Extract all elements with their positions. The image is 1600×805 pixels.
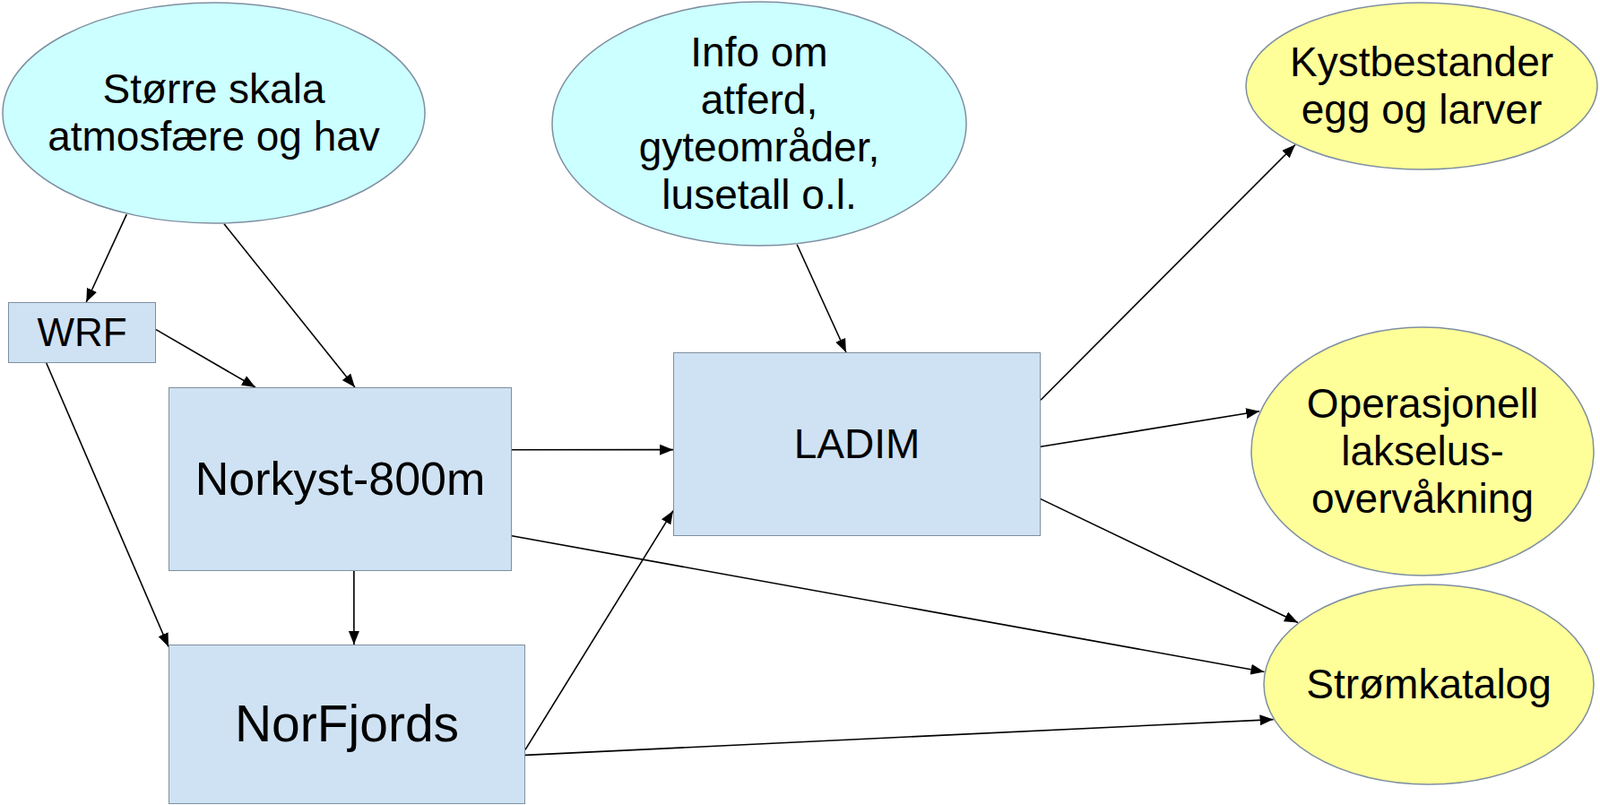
node-text: Operasjonell lakselus-overvåkning [1299,380,1547,523]
flow-arrow [224,224,355,388]
node-label: LADIM [794,420,921,468]
model-box: Norkyst-800m [168,387,512,571]
flow-arrow [1040,411,1260,448]
node-label: Strømkatalog [1305,660,1552,709]
output-ellipse: Kystbestander egg og larver [1245,1,1599,171]
ellipse-shape [2,2,425,224]
ellipse-shape [1263,584,1594,785]
flow-arrow [796,244,847,353]
input-ellipse: Større skala atmosfære og hav [1,1,426,225]
node-text: Norkyst-800m [195,452,486,507]
ellipse-shape [1251,327,1594,576]
model-box: NorFjords [168,644,526,805]
flow-arrow [86,214,127,303]
node-text: NorFjords [234,694,459,754]
model-box: WRF [8,302,156,364]
flow-arrow [511,536,1264,673]
flow-arrow [1040,499,1298,623]
flow-arrow [525,719,1274,756]
node-text: Større skala atmosfære og hav [34,65,394,161]
output-ellipse: Strømkatalog [1262,583,1595,786]
node-text: LADIM [794,420,921,468]
node-text: WRF [36,310,127,356]
node-label: Større skala atmosfære og hav [34,65,394,161]
flow-arrow [525,510,674,751]
node-label: Operasjonell lakselus-overvåkning [1299,380,1547,523]
flow-arrow [353,570,355,645]
node-label: NorFjords [234,694,459,754]
node-label: Kystbestander egg og larver [1273,38,1570,134]
node-text: Kystbestander egg og larver [1273,38,1570,134]
ellipse-shape [552,1,967,246]
model-box: LADIM [673,352,1041,537]
flow-arrow [155,329,256,388]
input-ellipse: Info om atferd, gyteområder, lusetall o.… [551,0,968,247]
flow-arrow [1040,145,1296,401]
node-label: Info om atferd, gyteområder, lusetall o.… [628,28,891,219]
output-ellipse: Operasjonell lakselus-overvåkning [1250,326,1595,577]
node-label: WRF [36,310,127,356]
ellipse-shape [1245,2,1598,170]
node-text: Strømkatalog [1305,660,1552,709]
node-text: Info om atferd, gyteområder, lusetall o.… [628,28,891,219]
node-label: Norkyst-800m [195,452,486,507]
flow-arrow [511,449,674,451]
flow-arrow [46,363,169,648]
